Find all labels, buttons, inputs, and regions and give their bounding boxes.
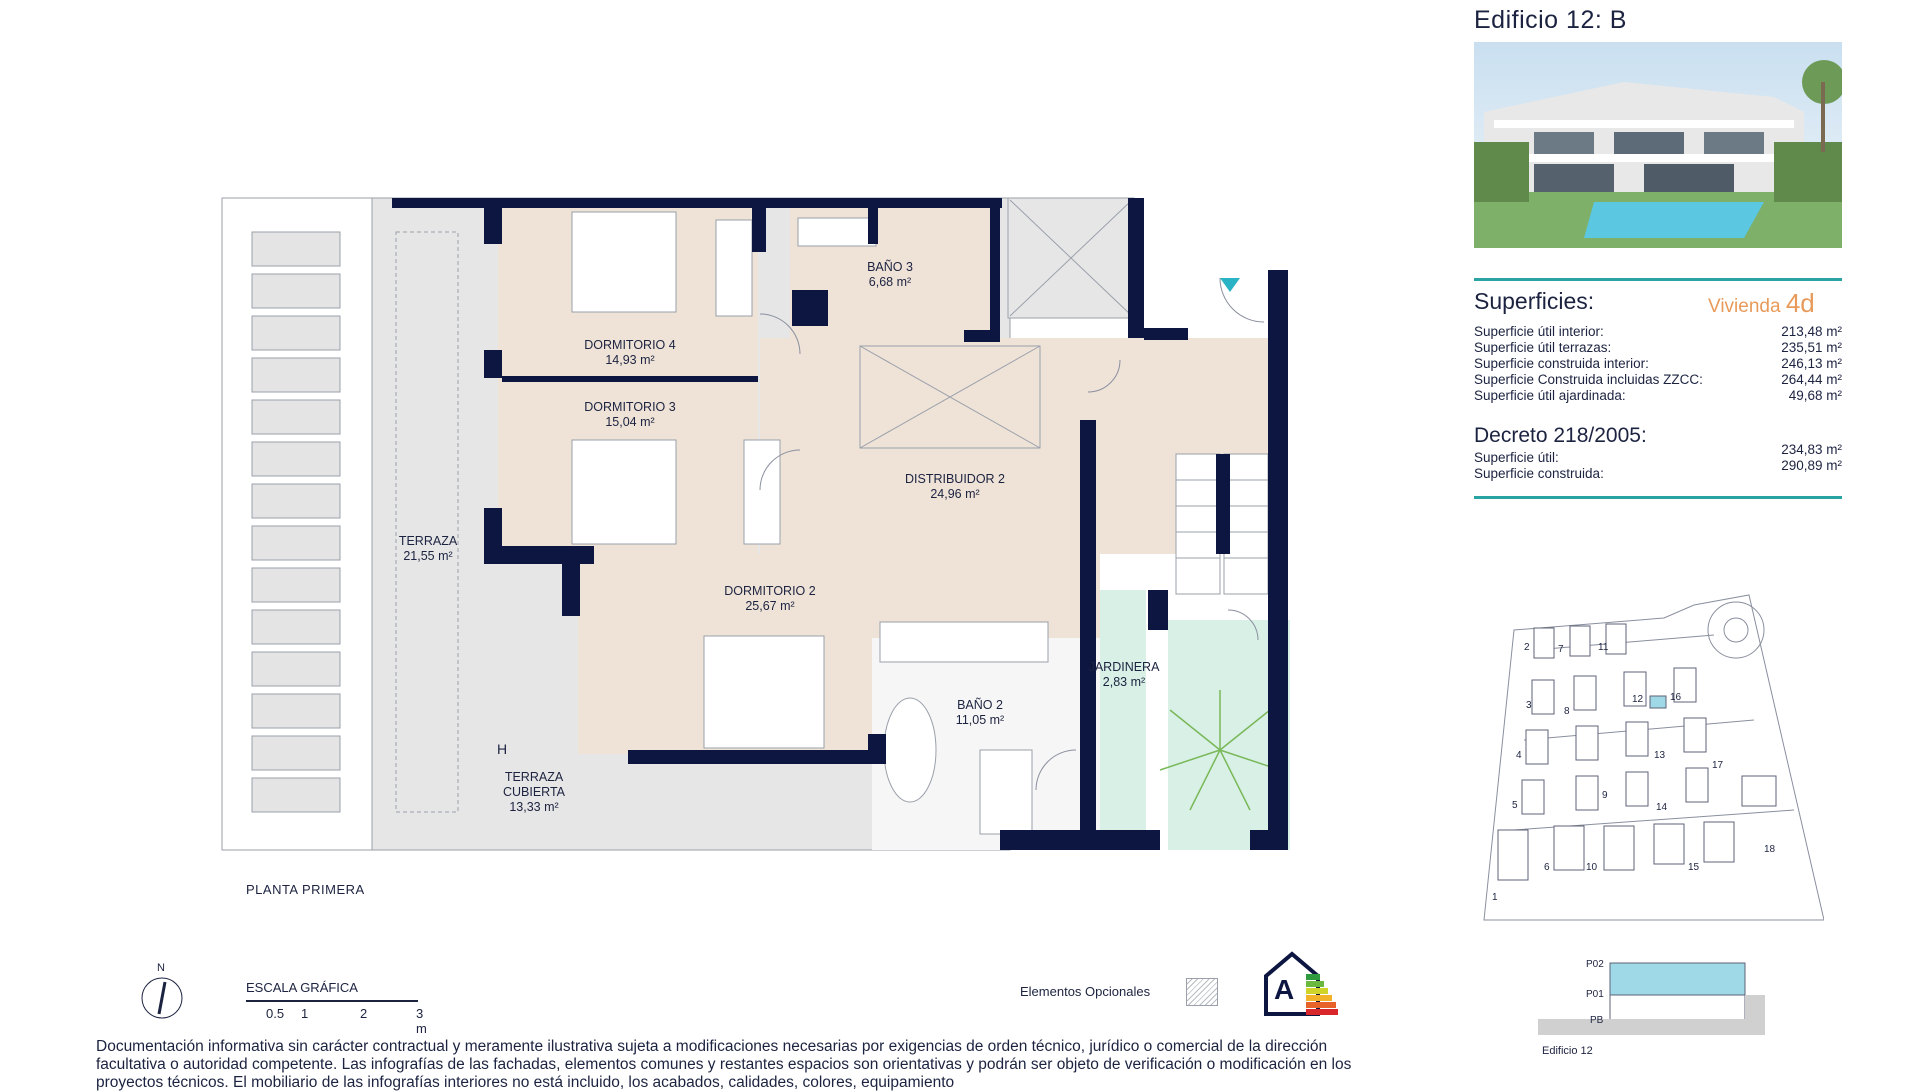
room-name: DORMITORIO 3 bbox=[584, 400, 676, 414]
disclaimer-text: Documentación informativa sin carácter c… bbox=[96, 1038, 1352, 1091]
lot-number: 9 bbox=[1602, 790, 1608, 801]
room-label: JARDINERA 2,83 m² bbox=[1076, 660, 1172, 690]
room-area: 14,93 m² bbox=[605, 353, 655, 367]
room-name: DORMITORIO 2 bbox=[724, 584, 816, 598]
surface-label: Superficie construida interior: bbox=[1474, 356, 1649, 371]
lot-number: 15 bbox=[1688, 862, 1700, 873]
surface-row: Superficie útil ajardinada: 49,68 m² bbox=[1474, 388, 1842, 404]
surface-label: Superficie útil terrazas: bbox=[1474, 340, 1612, 355]
room-area: 2,83 m² bbox=[1102, 675, 1146, 689]
energy-class: A bbox=[1274, 974, 1295, 1005]
north-label: N bbox=[157, 962, 165, 974]
room-name: JARDINERA bbox=[1088, 660, 1160, 674]
room-name: TERRAZA bbox=[398, 534, 458, 548]
vivienda-label: Vivienda 4d bbox=[1708, 288, 1815, 319]
room-area: 13,33 m² bbox=[509, 800, 559, 814]
surface-row: Superficie construida interior: 246,13 m… bbox=[1474, 356, 1842, 372]
divider-line bbox=[1474, 496, 1842, 499]
north-arrow: N bbox=[140, 962, 184, 1024]
lot-number: 3 bbox=[1526, 700, 1532, 711]
plan-label: PLANTA PRIMERA bbox=[246, 882, 365, 897]
room-label: TERRAZA 21,55 m² bbox=[368, 534, 488, 564]
surface-row: Superficie útil interior: 213,48 m² bbox=[1474, 324, 1842, 340]
lot-number: 4 bbox=[1516, 750, 1522, 761]
lot-number: 6 bbox=[1544, 862, 1550, 873]
lot-number: 11 bbox=[1598, 642, 1609, 653]
surface-label: Superficie útil ajardinada: bbox=[1474, 388, 1626, 403]
room-area: 21,55 m² bbox=[403, 549, 453, 563]
room-label: BAÑO 3 6,68 m² bbox=[840, 260, 940, 290]
decreto-label: Superficie útil: bbox=[1474, 450, 1559, 465]
scale-bar: 0.5 1 2 3 m bbox=[246, 998, 427, 1036]
room-area: 11,05 m² bbox=[955, 713, 1005, 727]
section-caption: Edificio 12 bbox=[1542, 1045, 1593, 1057]
level-label: PB bbox=[1590, 1015, 1604, 1026]
compass-icon bbox=[141, 977, 183, 1019]
surface-row: Superficie útil terrazas: 235,51 m² bbox=[1474, 340, 1842, 356]
lot-number: 5 bbox=[1512, 800, 1518, 811]
decreto-row: Superficie útil: 234,83 m² bbox=[1474, 442, 1842, 466]
lot-number: 16 bbox=[1670, 692, 1682, 703]
surface-value: 49,68 m² bbox=[1788, 388, 1842, 403]
energy-rating-badge: A bbox=[1262, 950, 1338, 1020]
room-label: DORMITORIO 2 25,67 m² bbox=[700, 584, 840, 614]
room-label: TERRAZA CUBIERTA 13,33 m² bbox=[474, 770, 594, 815]
lot-number: 14 bbox=[1656, 802, 1668, 813]
lot-number: 10 bbox=[1586, 862, 1598, 873]
optional-elements-label: Elementos Opcionales bbox=[1020, 984, 1151, 999]
level-label: P02 bbox=[1586, 959, 1604, 970]
surface-value: 235,51 m² bbox=[1781, 340, 1842, 355]
lot-number: 17 bbox=[1712, 760, 1724, 771]
room-area: 6,68 m² bbox=[868, 275, 912, 289]
decreto-row: Superficie construida: 290,89 m² bbox=[1474, 458, 1842, 482]
room-name: BAÑO 2 bbox=[957, 698, 1003, 712]
decreto-value: 290,89 m² bbox=[1781, 458, 1842, 473]
hatch-swatch bbox=[1186, 978, 1218, 1006]
level-label: P01 bbox=[1586, 989, 1604, 1000]
vivienda-prefix: Vivienda bbox=[1708, 296, 1781, 317]
room-name: DORMITORIO 4 bbox=[584, 338, 676, 352]
building-title: Edificio 12: B bbox=[1474, 6, 1627, 34]
surface-value: 246,13 m² bbox=[1781, 356, 1842, 371]
room-name: DISTRIBUIDOR 2 bbox=[904, 472, 1005, 486]
vivienda-code: 4d bbox=[1785, 288, 1815, 318]
surface-label: Superficie Construida incluidas ZZCC: bbox=[1474, 372, 1703, 387]
room-area: 24,96 m² bbox=[930, 487, 980, 501]
section-diagram: P02 P01 PB Edificio 12 bbox=[1530, 955, 1780, 1065]
decreto-label: Superficie construida: bbox=[1474, 466, 1604, 481]
surface-label: Superficie útil interior: bbox=[1474, 324, 1604, 339]
room-name: TERRAZA bbox=[504, 770, 564, 784]
scale-heading: ESCALA GRÁFICA bbox=[246, 980, 358, 995]
lot-number: 13 bbox=[1654, 750, 1666, 761]
room-label: DISTRIBUIDOR 2 24,96 m² bbox=[880, 472, 1030, 502]
superficies-heading: Superficies: bbox=[1474, 288, 1595, 314]
lot-number: 2 bbox=[1524, 642, 1530, 653]
room-label: DORMITORIO 4 14,93 m² bbox=[560, 338, 700, 368]
room-name: BAÑO 3 bbox=[867, 260, 913, 274]
lot-number: 7 bbox=[1558, 644, 1564, 655]
surface-value: 213,48 m² bbox=[1781, 324, 1842, 339]
room-label: DORMITORIO 3 15,04 m² bbox=[560, 400, 700, 430]
decreto-value: 234,83 m² bbox=[1781, 442, 1842, 457]
decreto-heading: Decreto 218/2005: bbox=[1474, 424, 1647, 447]
h-marker: H bbox=[496, 741, 508, 757]
scale-tick: 3 m bbox=[416, 1006, 427, 1036]
room-name: CUBIERTA bbox=[502, 785, 566, 799]
lot-number: 8 bbox=[1564, 706, 1570, 717]
site-plan: 1 2 3 4 5 6 7 8 9 10 11 12 13 14 15 16 1… bbox=[1474, 590, 1825, 930]
surface-row: Superficie Construida incluidas ZZCC: 26… bbox=[1474, 372, 1842, 388]
divider-line bbox=[1474, 278, 1842, 281]
room-label: BAÑO 2 11,05 m² bbox=[920, 698, 1040, 728]
surface-value: 264,44 m² bbox=[1781, 372, 1842, 387]
scale-tick: 0.5 bbox=[266, 1006, 285, 1021]
lot-number: 1 bbox=[1492, 892, 1498, 903]
building-render-image bbox=[1474, 42, 1842, 248]
room-area: 15,04 m² bbox=[605, 415, 655, 429]
room-area: 25,67 m² bbox=[745, 599, 795, 613]
scale-tick: 2 bbox=[360, 1006, 368, 1021]
floor-plan: DORMITORIO 4 14,93 m² DORMITORIO 3 15,04… bbox=[220, 190, 1320, 860]
scale-tick: 1 bbox=[301, 1006, 309, 1021]
lot-number: 12 bbox=[1632, 694, 1644, 705]
lot-number: 18 bbox=[1764, 844, 1776, 855]
